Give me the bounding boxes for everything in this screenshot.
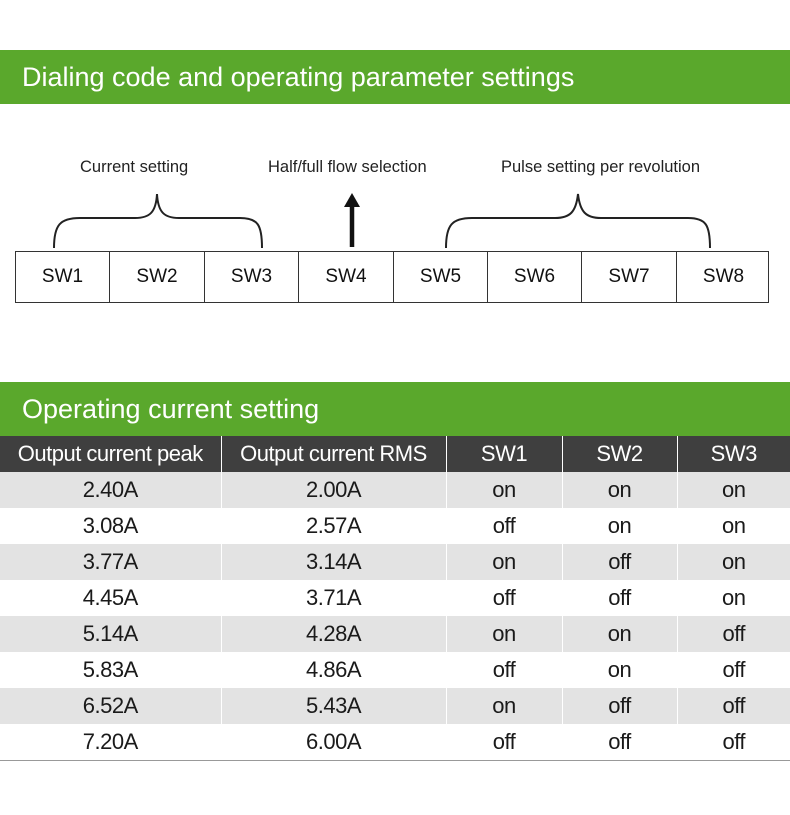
header-sw2: SW2 bbox=[562, 436, 678, 472]
section-title: Dialing code and operating parameter set… bbox=[22, 62, 575, 92]
cell-sw1: off bbox=[446, 652, 563, 688]
cell-sw2: on bbox=[562, 652, 678, 688]
cell-sw3: off bbox=[677, 724, 790, 761]
table-row: 3.08A 2.57A off on on bbox=[0, 508, 790, 544]
cell-sw1: off bbox=[446, 508, 563, 544]
cell-peak: 3.08A bbox=[0, 508, 222, 544]
switch-cell-sw1: SW1 bbox=[16, 252, 110, 302]
table-row: 7.20A 6.00A off off off bbox=[0, 724, 790, 761]
cell-sw3: off bbox=[677, 616, 790, 652]
pulse-setting-brace bbox=[445, 193, 711, 249]
switch-row: SW1 SW2 SW3 SW4 SW5 SW6 SW7 SW8 bbox=[15, 251, 769, 303]
current-setting-brace bbox=[53, 193, 263, 249]
cell-sw1: off bbox=[446, 580, 563, 616]
cell-peak: 3.77A bbox=[0, 544, 222, 580]
cell-rms: 2.00A bbox=[221, 472, 447, 508]
cell-sw3: on bbox=[677, 580, 790, 616]
current-setting-label: Current setting bbox=[80, 158, 189, 176]
switch-cell-sw4: SW4 bbox=[299, 252, 394, 302]
cell-sw3: off bbox=[677, 652, 790, 688]
cell-sw2: off bbox=[562, 688, 678, 724]
switch-cell-sw8: SW8 bbox=[702, 266, 745, 287]
cell-peak: 5.14A bbox=[0, 616, 222, 652]
table-row: 5.14A 4.28A on on off bbox=[0, 616, 790, 652]
cell-sw2: off bbox=[562, 580, 678, 616]
switch-cell-sw3: SW3 bbox=[205, 252, 299, 302]
cell-sw2: on bbox=[562, 616, 678, 652]
table-row: 3.77A 3.14A on off on bbox=[0, 544, 790, 580]
up-arrow-icon bbox=[344, 193, 360, 247]
cell-rms: 6.00A bbox=[221, 724, 447, 761]
switch-cell-sw5: SW5 bbox=[394, 252, 488, 302]
cell-sw1: off bbox=[446, 724, 563, 761]
switch-cell-sw2: SW2 bbox=[110, 252, 205, 302]
table-row: 4.45A 3.71A off off on bbox=[0, 580, 790, 616]
cell-peak: 6.52A bbox=[0, 688, 222, 724]
cell-sw1: on bbox=[446, 616, 563, 652]
header-output-current-peak: Output current peak bbox=[0, 436, 222, 472]
pulse-setting-label: Pulse setting per revolution bbox=[501, 158, 701, 176]
section-banner-dialing: Dialing code and operating parameter set… bbox=[0, 50, 790, 104]
cell-peak: 4.45A bbox=[0, 580, 222, 616]
cell-sw3: off bbox=[677, 688, 790, 724]
table-row: 6.52A 5.43A on off off bbox=[0, 688, 790, 724]
cell-sw3: on bbox=[677, 508, 790, 544]
cell-rms: 2.57A bbox=[221, 508, 447, 544]
switch-cell-sw7: SW7 bbox=[582, 252, 677, 302]
cell-sw3: on bbox=[677, 544, 790, 580]
table-row: 2.40A 2.00A on on on bbox=[0, 472, 790, 508]
cell-sw1: on bbox=[446, 472, 563, 508]
cell-rms: 4.28A bbox=[221, 616, 447, 652]
operating-current-table: Output current peak Output current RMS S… bbox=[0, 436, 790, 761]
cell-sw1: on bbox=[446, 544, 563, 580]
cell-peak: 7.20A bbox=[0, 724, 222, 761]
table-row: 5.83A 4.86A off on off bbox=[0, 652, 790, 688]
cell-peak: 2.40A bbox=[0, 472, 222, 508]
header-sw3: SW3 bbox=[677, 436, 790, 472]
cell-peak: 5.83A bbox=[0, 652, 222, 688]
table-header-row: Output current peak Output current RMS S… bbox=[0, 436, 790, 472]
cell-rms: 5.43A bbox=[221, 688, 447, 724]
section-title: Operating current setting bbox=[22, 394, 320, 424]
half-full-flow-label: Half/full flow selection bbox=[268, 158, 427, 176]
cell-rms: 3.14A bbox=[221, 544, 447, 580]
cell-rms: 4.86A bbox=[221, 652, 447, 688]
cell-rms: 3.71A bbox=[221, 580, 447, 616]
cell-sw2: on bbox=[562, 472, 678, 508]
switch-cell-sw6: SW6 bbox=[488, 252, 582, 302]
section-banner-current: Operating current setting bbox=[0, 382, 790, 436]
cell-sw2: off bbox=[562, 544, 678, 580]
header-output-current-rms: Output current RMS bbox=[221, 436, 447, 472]
cell-sw2: on bbox=[562, 508, 678, 544]
header-sw1: SW1 bbox=[446, 436, 563, 472]
cell-sw3: on bbox=[677, 472, 790, 508]
bracket-diagram bbox=[53, 193, 711, 249]
cell-sw2: off bbox=[562, 724, 678, 761]
cell-sw1: on bbox=[446, 688, 563, 724]
